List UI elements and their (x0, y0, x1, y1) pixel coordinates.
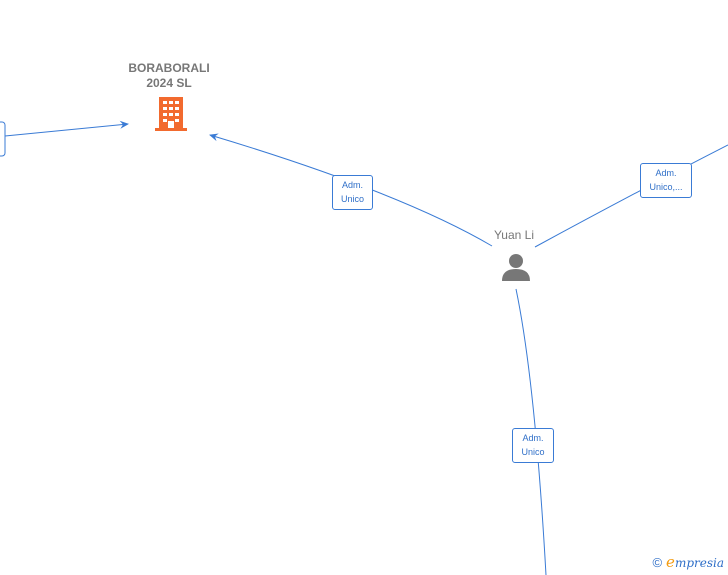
person-icon[interactable] (502, 254, 530, 281)
edge-label-person-to-bottom[interactable]: Adm. Unico (512, 428, 554, 463)
edge-person-to-company (209, 133, 493, 247)
brand-logo[interactable]: empresia (666, 553, 724, 571)
edge-label-left-partial[interactable] (0, 121, 6, 157)
company-name[interactable]: BORABORALI 2024 SL (128, 61, 210, 90)
edge-label-person-to-upper-right[interactable]: Adm. Unico,... (640, 163, 692, 198)
building-icon[interactable] (155, 97, 187, 131)
copyright-symbol: © (652, 554, 663, 570)
person-name[interactable]: Yuan Li (493, 228, 535, 242)
edge-label-company-to-person[interactable]: Adm. Unico (332, 175, 373, 210)
edge-left-to-company (4, 120, 129, 137)
footer-brand: © empresia (652, 553, 724, 571)
edge-person-to-bottom (515, 288, 547, 575)
edge-person-to-upper-right (534, 144, 728, 248)
